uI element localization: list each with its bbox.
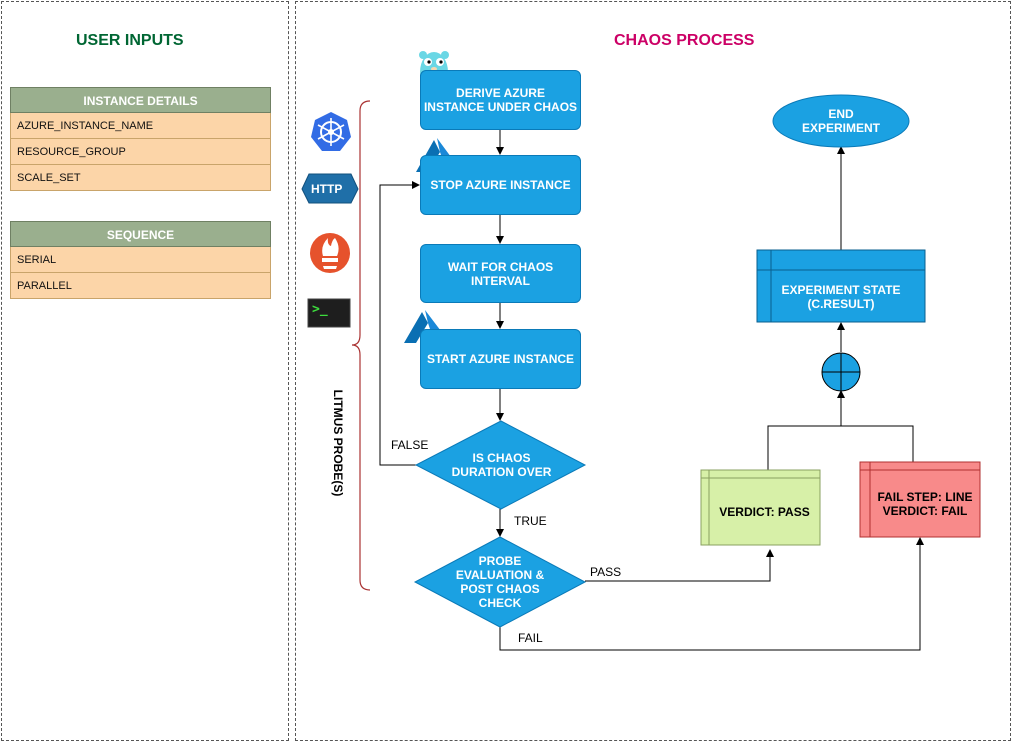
http-icon: [301, 173, 359, 204]
instance-details-row: AZURE_INSTANCE_NAME: [10, 113, 271, 139]
sequence-row: SERIAL: [10, 247, 271, 273]
sequence-row: PARALLEL: [10, 273, 271, 299]
true-edge-label: TRUE: [514, 514, 547, 528]
cmd-icon-label: >_: [312, 302, 328, 317]
duration-decision-label: IS CHAOS DURATION OVER: [451, 451, 552, 479]
start-instance-step: START AZURE INSTANCE: [420, 329, 581, 389]
instance-details-table: INSTANCE DETAILS AZURE_INSTANCE_NAME RES…: [10, 87, 271, 191]
experiment-state-label: EXPERIMENT STATE (C.RESULT): [781, 283, 901, 311]
cmd-icon: [307, 298, 351, 328]
merge-junction: [821, 352, 861, 392]
end-experiment-label: END EXPERIMENT: [801, 107, 880, 135]
end-shape: [772, 94, 910, 148]
user-inputs-panel: [1, 1, 289, 741]
false-edge-label: FALSE: [391, 438, 429, 452]
arrow-fail: [499, 537, 924, 651]
wait-interval-step: WAIT FOR CHAOS INTERVAL: [420, 244, 581, 303]
chaos-process-title: CHAOS PROCESS: [614, 32, 755, 49]
arrow-false-loop: [379, 181, 420, 466]
verdict-pass-shape: [700, 469, 821, 546]
sequence-table: SEQUENCE SERIAL PARALLEL: [10, 221, 271, 299]
probe-decision-shape: [413, 536, 587, 628]
prometheus-icon: [310, 233, 350, 273]
duration-decision-shape: [414, 420, 587, 510]
stop-instance-step: STOP AZURE INSTANCE: [420, 155, 581, 215]
experiment-state-shape: [756, 249, 926, 323]
pass-edge-label: PASS: [590, 565, 622, 579]
fail-edge-label: FAIL: [518, 631, 543, 645]
probe-decision-label: PROBE EVALUATION & POST CHAOS CHECK: [455, 554, 545, 610]
arrow-pass: [585, 549, 774, 582]
sequence-header: SEQUENCE: [10, 221, 271, 247]
chaos-process-panel: [295, 1, 1011, 741]
derive-instance-step: DERIVE AZURE INSTANCE UNDER CHAOS: [420, 70, 581, 130]
instance-details-row: SCALE_SET: [10, 165, 271, 191]
litmus-probe-label: LITMUS PROBE(S): [331, 389, 345, 497]
kubernetes-icon: [311, 112, 351, 151]
verdict-pass-label: VERDICT: PASS: [719, 504, 810, 519]
verdict-fail-shape: [859, 461, 981, 538]
instance-details-row: RESOURCE_GROUP: [10, 139, 271, 165]
user-inputs-title: USER INPUTS: [76, 32, 184, 49]
verdict-fail-label: FAIL STEP: LINE VERDICT: FAIL: [877, 489, 973, 518]
instance-details-header: INSTANCE DETAILS: [10, 87, 271, 113]
probe-brace: [351, 100, 371, 591]
http-icon-label: HTTP: [311, 182, 343, 196]
